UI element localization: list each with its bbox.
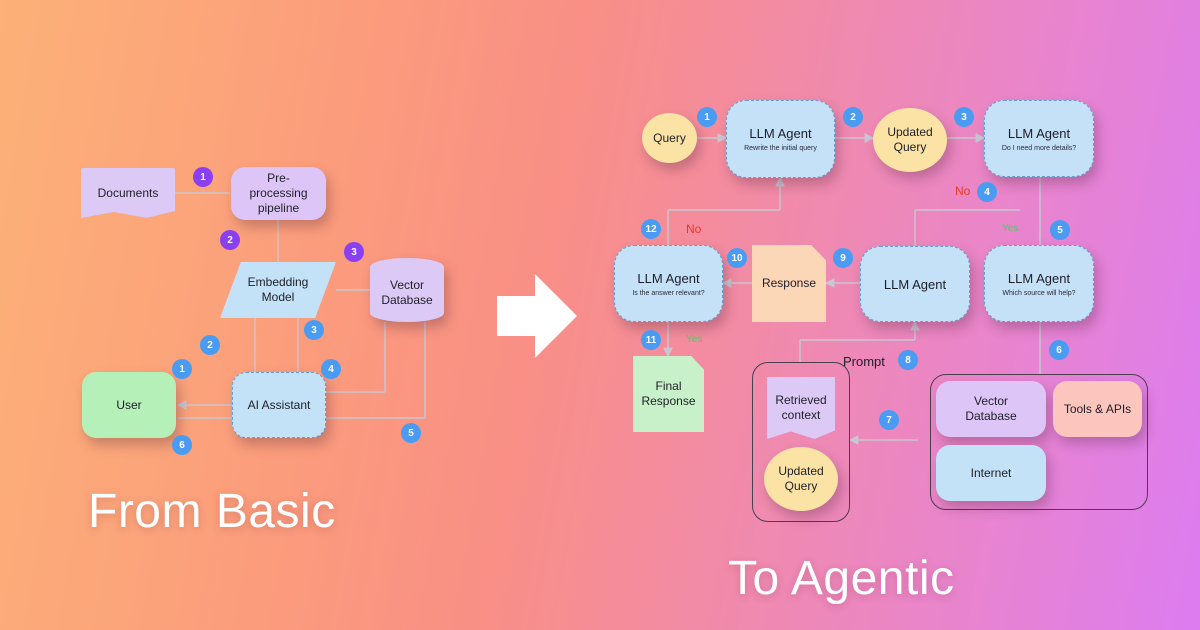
llm-agent-details-subtitle: Do I need more details? <box>1001 144 1077 152</box>
context-group <box>752 362 850 522</box>
step-badge: 9 <box>833 248 853 268</box>
ai-assistant-node: AI Assistant <box>232 372 326 438</box>
from-basic-caption: From Basic <box>88 485 336 538</box>
internet-node: Internet <box>936 445 1046 501</box>
step-badge: 11 <box>641 330 661 350</box>
final-response-node: Final Response <box>633 356 704 432</box>
no-label: No <box>686 222 702 236</box>
llm-agent-title: LLM Agent <box>883 276 947 292</box>
response-node: Response <box>752 245 826 322</box>
step-badge: 10 <box>727 248 747 268</box>
updated-query-2-node: Updated Query <box>764 447 838 511</box>
embedding-model-label: Embedding Model <box>247 275 309 304</box>
llm-agent-source-node: LLM Agent Which source will help? <box>984 245 1094 322</box>
updated-query-label: Updated Query <box>887 125 933 154</box>
llm-agent-relevance-title: LLM Agent <box>637 270 700 286</box>
to-agentic-caption: To Agentic <box>728 552 955 605</box>
yes-label: Yes <box>686 334 703 345</box>
step-badge: 8 <box>898 350 918 370</box>
internet-label: Internet <box>970 465 1012 480</box>
step-badge: 2 <box>843 107 863 127</box>
llm-agent-source-subtitle: Which source will help? <box>1002 289 1076 297</box>
embedding-model-node: Embedding Model <box>220 262 336 318</box>
llm-agent-relevance-node: LLM Agent Is the answer relevant? <box>614 245 723 322</box>
step-badge: 6 <box>1049 340 1069 360</box>
vector-database-source-node: Vector Database <box>936 381 1046 437</box>
step-badge: 1 <box>697 107 717 127</box>
ai-assistant-label: AI Assistant <box>247 397 311 412</box>
step-badge: 1 <box>193 167 213 187</box>
step-badge: 12 <box>641 219 661 239</box>
prompt-label: Prompt <box>843 354 885 369</box>
query-node: Query <box>642 113 697 163</box>
no-label: No <box>955 184 971 198</box>
tools-apis-label: Tools & APIs <box>1063 401 1132 416</box>
documents-label: Documents <box>97 185 159 200</box>
vector-database-node: Vector Database <box>370 258 444 322</box>
llm-agent-rewrite-title: LLM Agent <box>749 126 812 141</box>
yes-label: Yes <box>1002 223 1019 234</box>
step-badge: 2 <box>220 230 240 250</box>
llm-agent-node: LLM Agent <box>860 246 970 322</box>
vector-database-label: Vector Database <box>381 278 433 307</box>
llm-agent-details-title: LLM Agent <box>1007 125 1071 141</box>
user-label: User <box>116 397 142 412</box>
llm-agent-rewrite-subtitle: Rewrite the initial query <box>744 145 817 152</box>
query-label: Query <box>653 130 686 145</box>
step-badge: 5 <box>1050 220 1070 240</box>
step-badge: 2 <box>200 335 220 355</box>
step-badge: 3 <box>954 107 974 127</box>
llm-agent-details-node: LLM Agent Do I need more details? <box>984 100 1094 177</box>
llm-agent-source-title: LLM Agent <box>1007 270 1071 286</box>
step-badge: 4 <box>977 182 997 202</box>
step-badge: 4 <box>321 359 341 379</box>
updated-query-node: Updated Query <box>873 108 947 172</box>
step-badge: 5 <box>401 423 421 443</box>
step-badge: 1 <box>172 359 192 379</box>
step-badge: 6 <box>172 435 192 455</box>
documents-node: Documents <box>81 168 175 218</box>
retrieved-context-label: Retrieved context <box>775 393 827 422</box>
response-label: Response <box>761 276 817 290</box>
llm-agent-relevance-subtitle: Is the answer relevant? <box>632 289 705 297</box>
tools-apis-node: Tools & APIs <box>1053 381 1142 437</box>
retrieved-context-node: Retrieved context <box>767 377 835 439</box>
step-badge: 3 <box>304 320 324 340</box>
transition-arrow-icon <box>497 274 577 358</box>
sources-group <box>930 374 1148 510</box>
updated-query-2-label: Updated Query <box>778 464 824 493</box>
llm-agent-rewrite-node: LLM Agent Rewrite the initial query <box>726 100 835 178</box>
final-response-label: Final Response <box>641 379 696 408</box>
preprocessing-label: Pre-processing pipeline <box>249 171 308 215</box>
vector-database-source-label: Vector Database <box>965 394 1017 423</box>
user-node: User <box>82 372 176 438</box>
step-badge: 3 <box>344 242 364 262</box>
step-badge: 7 <box>879 410 899 430</box>
preprocessing-node: Pre-processing pipeline <box>231 167 326 220</box>
